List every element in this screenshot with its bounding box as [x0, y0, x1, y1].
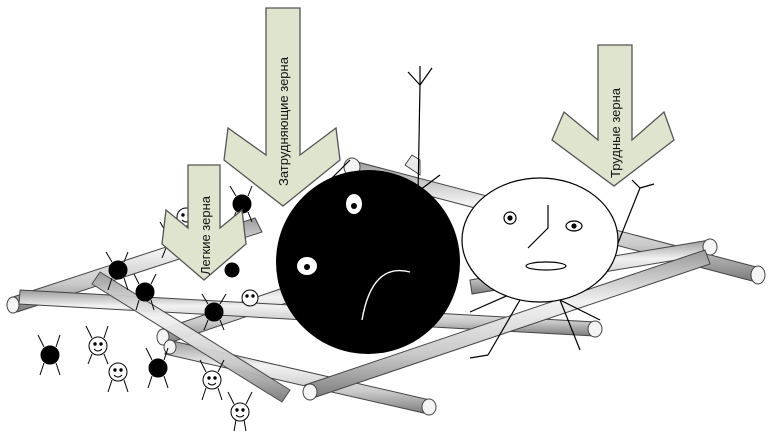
label-hindering-grains: Затрудняющие зерна [276, 56, 291, 186]
arrow-hard-grains: Трудные зерна [552, 45, 674, 186]
rod-mid-right [405, 155, 420, 175]
arrow-hindering-grains: Затрудняющие зерна [224, 8, 340, 206]
label-hard-grains: Трудные зерна [608, 87, 623, 178]
rod-left-cross [92, 272, 290, 402]
small-black-grain [225, 263, 239, 277]
small-white-grain [242, 290, 258, 306]
label-light-grains: Легкие зерна [198, 195, 213, 275]
small-white-grain [108, 363, 128, 392]
small-white-grain [86, 326, 108, 364]
small-black-grain [38, 335, 60, 375]
small-white-grain [228, 392, 252, 431]
